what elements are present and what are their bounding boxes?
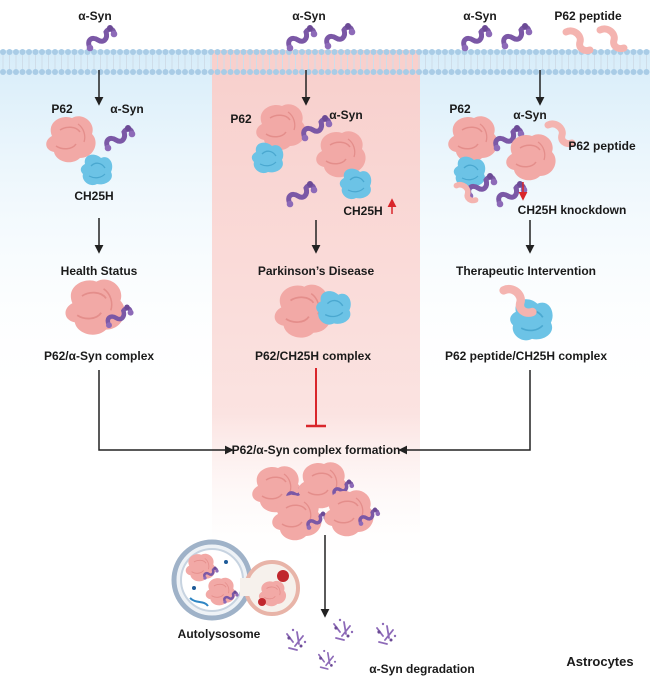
asyn-top-mid-2 xyxy=(325,23,356,49)
label-mid-status: Parkinson’s Disease xyxy=(258,264,375,278)
label-mid-asyn: α-Syn xyxy=(329,108,362,122)
right-panel-bg xyxy=(420,50,650,410)
label-mid-p62: P62 xyxy=(230,112,252,126)
arrow-left-to-formation xyxy=(98,370,234,455)
label-left-asyn: α-Syn xyxy=(110,102,143,116)
label-left-status: Health Status xyxy=(61,264,138,278)
label-right-complex: P62 peptide/CH25H complex xyxy=(445,349,607,363)
p62-peptide-top-2 xyxy=(600,29,624,49)
mid-ch25h-protein-2 xyxy=(339,167,372,200)
asyn-top-right-2 xyxy=(502,23,533,49)
label-degradation: α-Syn degradation xyxy=(369,662,474,676)
label-right-p62-peptide: P62 peptide xyxy=(568,139,636,153)
left-panel-bg xyxy=(0,50,212,410)
label-left-complex: P62/α-Syn complex xyxy=(44,349,154,363)
label-formation: P62/α-Syn complex formation xyxy=(232,443,401,457)
label-right-status: Therapeutic Intervention xyxy=(456,264,596,278)
label-mid-complex: P62/CH25H complex xyxy=(255,349,371,363)
autolysosome xyxy=(171,539,300,621)
label-asyn-top-mid: α-Syn xyxy=(292,9,325,23)
cell-membrane xyxy=(0,49,650,75)
p62-peptide-top-1 xyxy=(566,31,590,51)
label-cell-type: Astrocytes xyxy=(566,654,633,669)
label-asyn-top-left: α-Syn xyxy=(78,9,111,23)
left-ch25h-protein xyxy=(80,153,113,186)
label-autolysosome: Autolysosome xyxy=(178,627,261,641)
label-left-p62: P62 xyxy=(51,102,73,116)
label-asyn-top-right: α-Syn xyxy=(463,9,496,23)
label-mid-ch25h: CH25H xyxy=(343,204,382,218)
label-p62-peptide-top: P62 peptide xyxy=(554,9,622,23)
arrow-right-to-formation xyxy=(398,370,531,455)
asyn-top-right-1 xyxy=(462,25,493,51)
inhibition-symbol xyxy=(306,368,326,428)
mid-ch25h-protein-1 xyxy=(251,141,284,174)
label-right-p62: P62 xyxy=(449,102,471,116)
label-right-knockdown: CH25H knockdown xyxy=(518,203,627,217)
asyn-top-left xyxy=(87,25,118,51)
label-left-ch25h: CH25H xyxy=(74,189,113,203)
label-right-asyn: α-Syn xyxy=(513,108,546,122)
asyn-top-mid-1 xyxy=(287,25,318,51)
